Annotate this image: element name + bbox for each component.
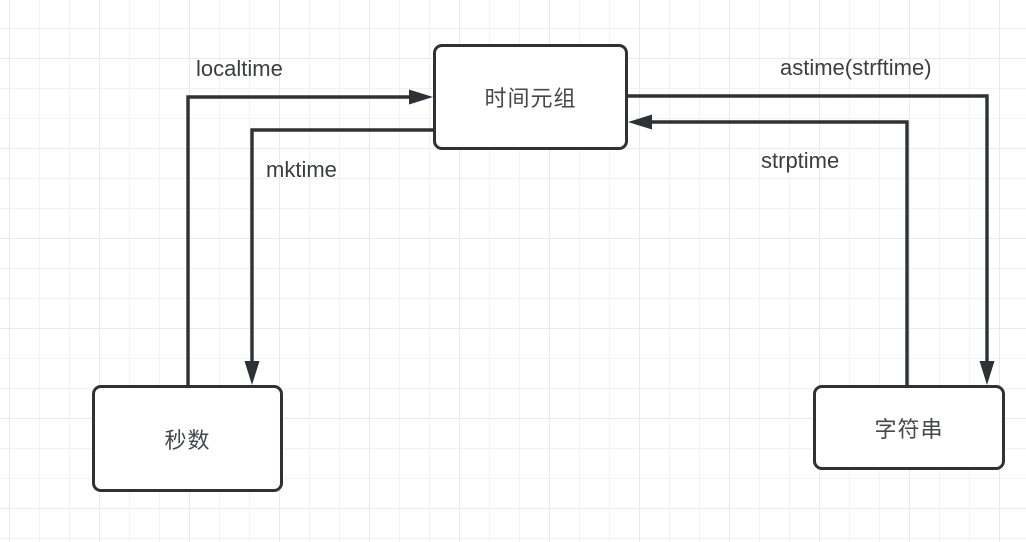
edge-localtime-arrow[interactable]	[186, 89, 433, 386]
edge-label-strptime: strptime	[761, 148, 840, 173]
node-seconds-label: 秒数	[164, 427, 211, 453]
node-time-tuple-label: 时间元组	[484, 86, 577, 111]
edge-label-localtime: localtime	[196, 56, 283, 81]
edge-astime-arrow[interactable]	[628, 94, 995, 385]
node-string-label: 字符串	[874, 416, 944, 442]
node-seconds[interactable]: 秒数	[92, 385, 283, 492]
node-string[interactable]: 字符串	[813, 385, 1005, 470]
edge-mktime-arrow[interactable]	[244, 128, 434, 385]
edge-strptime-arrow[interactable]	[628, 114, 909, 386]
node-time-tuple[interactable]: 时间元组	[433, 44, 628, 150]
edge-label-astime: astime(strftime)	[780, 55, 932, 80]
edge-label-mktime: mktime	[266, 157, 337, 182]
